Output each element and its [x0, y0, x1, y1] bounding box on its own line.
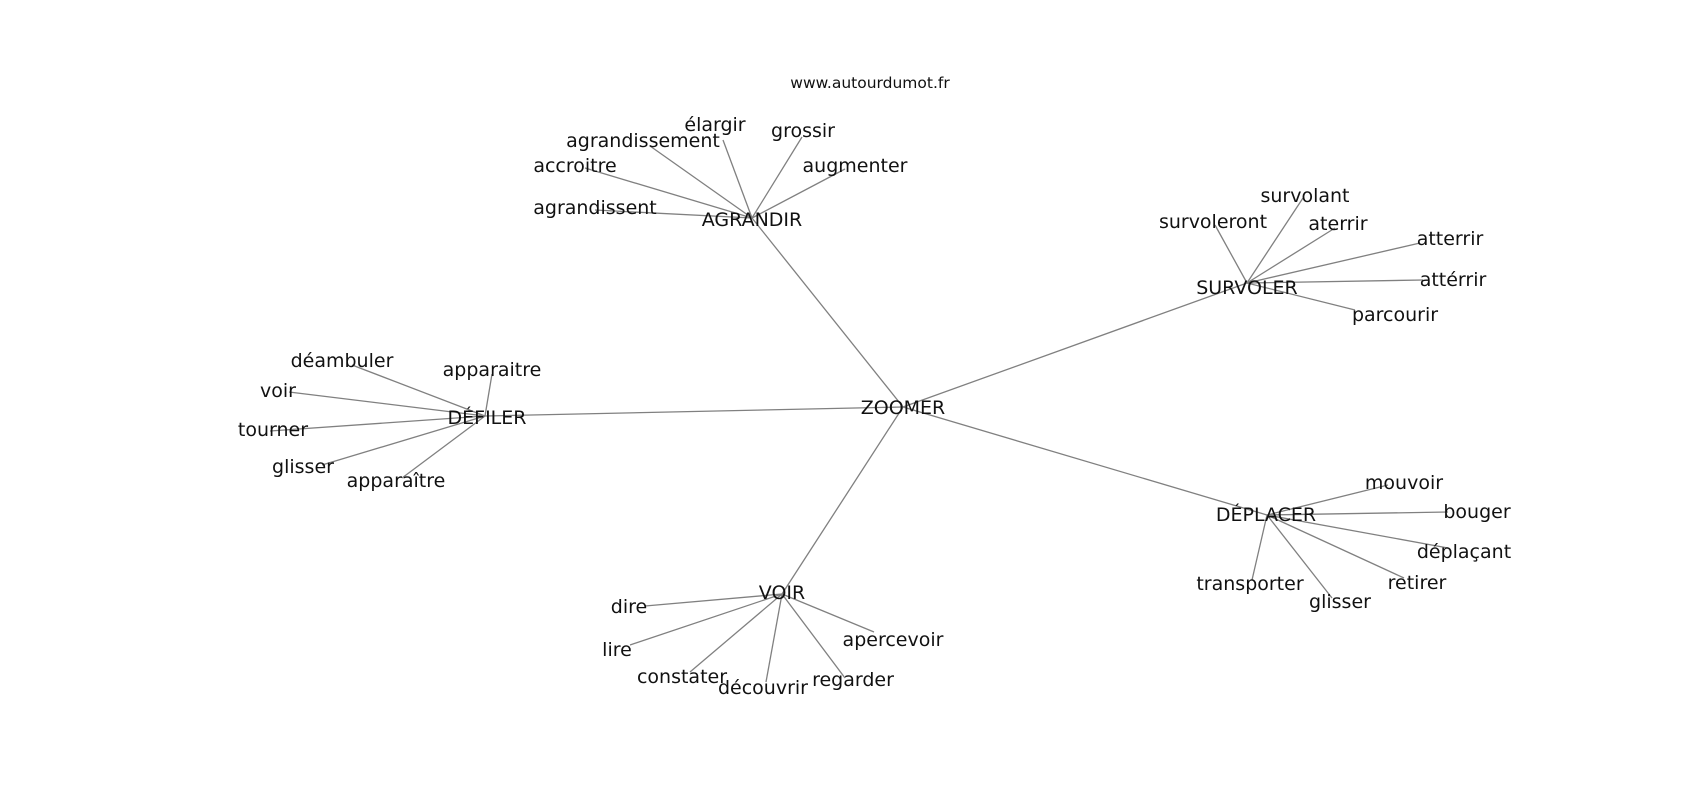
edge-agrandir-to-elargir: [722, 139, 753, 219]
word-node-constater: constater: [637, 666, 727, 688]
edge-center-to-voir: [781, 406, 904, 595]
edge-deplacer-to-retirer: [1266, 514, 1405, 579]
word-node-aterrir: aterrir: [1308, 213, 1367, 235]
word-node-agrandissement: agrandissement: [566, 130, 720, 152]
word-node-transporter: transporter: [1196, 573, 1303, 595]
edge-voir-to-lire: [629, 593, 783, 646]
edge-survoler-to-atterrir: [1246, 242, 1421, 284]
edge-defiler-to-apparaitre: [484, 373, 493, 417]
source-url: www.autourdumot.fr: [790, 74, 950, 92]
hub-node-deplacer: DÉPLACER: [1216, 503, 1316, 526]
edge-voir-to-dire: [644, 593, 783, 607]
edge-survoler-to-parcourir: [1246, 282, 1356, 311]
word-node-survolant: survolant: [1260, 185, 1349, 207]
edge-deplacer-to-transporter: [1251, 514, 1268, 581]
word-node-retirer: retirer: [1388, 572, 1447, 594]
edge-voir-to-apercevoir: [781, 593, 875, 633]
word-node-tourner: tourner: [238, 419, 308, 441]
edge-deplacer-to-deplacant: [1266, 514, 1449, 549]
center-node-label: ZOOMER: [861, 397, 946, 419]
edge-agrandir-to-agrandissent: [594, 209, 753, 219]
edge-center-to-agrandir: [751, 217, 904, 408]
word-node-lire: lire: [602, 639, 632, 661]
edge-defiler-to-glisser: [321, 415, 486, 466]
edge-deplacer-to-glisser: [1266, 514, 1333, 599]
word-node-mouvoir: mouvoir: [1365, 472, 1443, 494]
word-node-decouvrir: découvrir: [718, 677, 808, 699]
labels-layer: www.autourdumot.fr ZOOMER AGRANDIR élargir…: [238, 74, 1511, 699]
word-node-parcourir: parcourir: [1352, 304, 1438, 326]
edge-survoler-to-survolant: [1246, 197, 1304, 284]
hub-node-voir: VOIR: [759, 582, 805, 604]
word-node-agrandissent: agrandissent: [533, 197, 657, 219]
word-node-apparaitre: apparaître: [347, 470, 446, 492]
edge-center-to-survoler: [902, 282, 1248, 408]
word-node-accroitre: accroitre: [533, 155, 616, 177]
edge-defiler-to-tourner: [269, 415, 486, 432]
hub-node-agrandir: AGRANDIR: [702, 209, 802, 231]
edge-voir-to-constater: [689, 593, 783, 673]
edge-defiler-to-voir: [288, 391, 486, 417]
word-node-apparaitre: apparaitre: [443, 359, 542, 381]
edge-survoler-to-atterrir: [1246, 279, 1424, 284]
edge-defiler-to-apparaitre: [401, 415, 486, 479]
edge-survoler-to-aterrir: [1246, 227, 1336, 284]
edge-agrandir-to-agrandissement: [649, 145, 753, 219]
word-node-atterrir: attérrir: [1420, 269, 1487, 291]
word-node-glisser: glisser: [1309, 591, 1371, 613]
edge-agrandir-to-augmenter: [751, 168, 846, 219]
edge-center-to-deplacer: [902, 406, 1268, 516]
hub-node-defiler: DÉFILER: [448, 406, 527, 429]
edge-survoler-to-survoleront: [1214, 224, 1248, 284]
edges-layer: [269, 136, 1449, 683]
word-node-apercevoir: apercevoir: [843, 629, 944, 651]
word-node-dire: dire: [611, 596, 647, 618]
word-node-bouger: bouger: [1443, 501, 1510, 523]
word-node-deplacant: déplaçant: [1417, 541, 1511, 563]
word-node-glisser: glisser: [272, 456, 334, 478]
edge-voir-to-regarder: [781, 593, 846, 679]
word-node-augmenter: augmenter: [803, 155, 908, 177]
word-node-survoleront: survoleront: [1159, 211, 1267, 233]
edge-agrandir-to-grossir: [751, 136, 803, 219]
edge-voir-to-decouvrir: [765, 593, 783, 683]
word-node-elargir: élargir: [684, 114, 745, 136]
word-node-grossir: grossir: [771, 120, 835, 142]
word-node-atterrir: atterrir: [1417, 228, 1484, 250]
edge-center-to-defiler: [484, 406, 904, 417]
edge-agrandir-to-accroitre: [584, 167, 753, 219]
word-node-regarder: regarder: [812, 669, 894, 691]
hub-node-survoler: SURVOLER: [1196, 277, 1298, 299]
edge-defiler-to-deambuler: [351, 364, 486, 417]
word-node-deambuler: déambuler: [291, 350, 394, 372]
word-node-voir: voir: [260, 380, 296, 402]
edge-deplacer-to-bouger: [1266, 511, 1449, 516]
edge-deplacer-to-mouvoir: [1266, 484, 1389, 516]
